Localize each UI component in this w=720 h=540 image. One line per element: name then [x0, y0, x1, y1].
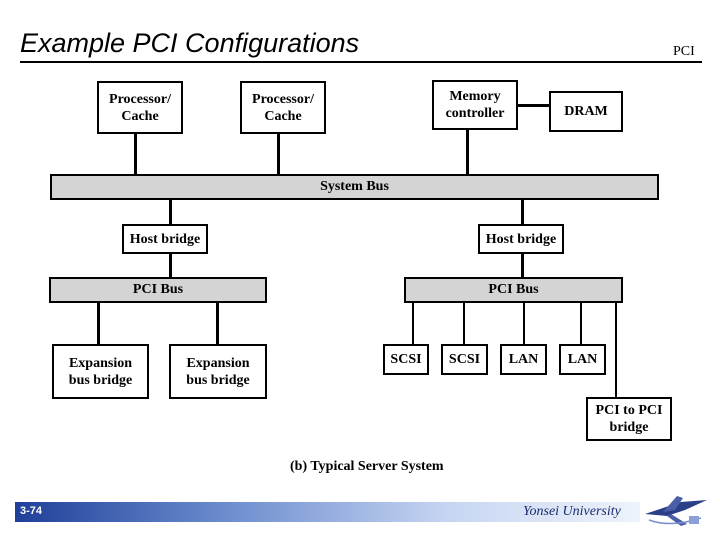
- memory-controller-box: Memory controller: [432, 80, 518, 130]
- connector-line: [97, 301, 100, 346]
- airplane-logo-icon: [641, 494, 711, 530]
- connector-line: [216, 301, 219, 346]
- host-bridge-box: Host bridge: [478, 224, 564, 254]
- header-tag: PCI: [673, 44, 695, 59]
- connector-line: [615, 301, 617, 399]
- lan-box: LAN: [559, 344, 606, 375]
- expansion-bus-bridge-box: Expansion bus bridge: [169, 344, 267, 399]
- lan-box: LAN: [500, 344, 547, 375]
- title-underline: [20, 61, 702, 63]
- system-bus: System Bus: [50, 174, 659, 200]
- connector-line: [521, 252, 524, 279]
- connector-line: [523, 301, 525, 346]
- scsi-box: SCSI: [383, 344, 429, 375]
- expansion-bus-bridge-box: Expansion bus bridge: [52, 344, 149, 399]
- scsi-box: SCSI: [441, 344, 488, 375]
- connector-line: [169, 252, 172, 279]
- connector-line: [580, 301, 582, 346]
- connector-line: [463, 301, 465, 346]
- connector-line: [134, 132, 137, 176]
- university-name: Yonsei University: [523, 504, 621, 519]
- connector-line: [169, 198, 172, 226]
- connector-line: [521, 198, 524, 226]
- diagram-caption: (b) Typical Server System: [290, 459, 444, 474]
- footer-bar: [15, 502, 640, 522]
- connector-line: [512, 104, 550, 107]
- host-bridge-box: Host bridge: [122, 224, 208, 254]
- pci-to-pci-bridge-box: PCI to PCI bridge: [586, 397, 672, 441]
- pci-bus: PCI Bus: [404, 277, 623, 303]
- dram-box: DRAM: [549, 91, 623, 132]
- processor-cache-box: Processor/ Cache: [97, 81, 183, 134]
- connector-line: [412, 301, 414, 346]
- processor-cache-box: Processor/ Cache: [240, 81, 326, 134]
- slide-number: 3-74: [20, 505, 43, 517]
- pci-bus: PCI Bus: [49, 277, 267, 303]
- connector-line: [466, 128, 469, 176]
- connector-line: [277, 132, 280, 176]
- slide-title: Example PCI Configurations: [20, 28, 360, 58]
